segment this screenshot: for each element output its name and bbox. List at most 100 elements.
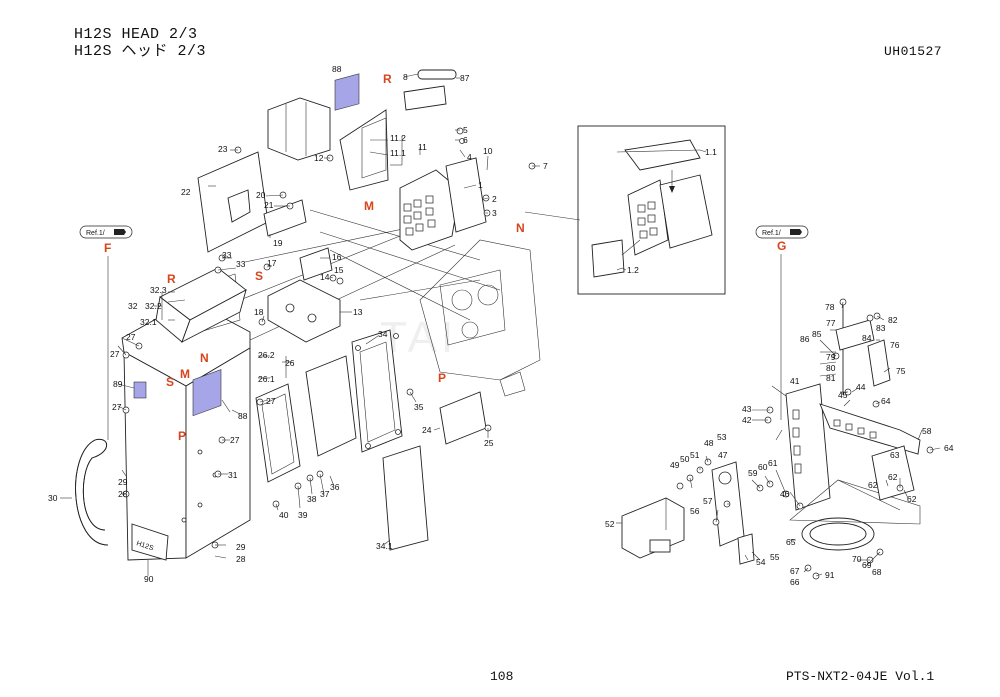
part-label: 35 <box>414 402 424 412</box>
part-label: 60 <box>758 462 768 472</box>
cover-32 <box>155 267 247 343</box>
part-label: 27 <box>126 332 136 342</box>
filter-pad-89 <box>133 381 147 399</box>
part-label: 28 <box>118 489 128 499</box>
part-label: 37 <box>320 489 330 499</box>
part-label: 55 <box>770 552 780 562</box>
part-label: 17 <box>267 258 277 268</box>
part-label: 84 <box>862 333 872 343</box>
part-label: 28 <box>236 554 246 564</box>
part-label: 87 <box>460 73 470 83</box>
part-label: 89 <box>113 379 123 389</box>
part-label: 19 <box>273 238 283 248</box>
part-label: 85 <box>812 329 822 339</box>
part-label: 18 <box>254 307 264 317</box>
part-label: 32.2 <box>145 301 162 311</box>
part-label: 45 <box>838 390 848 400</box>
part-label: 7 <box>543 161 548 171</box>
part-label: 61 <box>768 458 778 468</box>
part-label: 67 <box>790 566 800 576</box>
part-label: 10 <box>483 146 493 156</box>
part-label: 62 <box>888 472 898 482</box>
part-label: 15 <box>334 265 344 275</box>
block-13 <box>267 247 341 343</box>
marker-R-left: R <box>167 272 176 286</box>
part-label: 1 <box>478 180 483 190</box>
part-label: 69 <box>862 560 872 570</box>
marker-M-left: M <box>180 367 190 381</box>
ref-badge-right: Ref.1/ <box>755 225 809 239</box>
marker-G: G <box>777 239 786 253</box>
page-number: 108 <box>490 669 514 684</box>
part-label: 12 <box>314 153 324 163</box>
marker-M-top: M <box>364 199 374 213</box>
part-label: 29 <box>118 477 128 487</box>
part-label: 22 <box>181 187 191 197</box>
part-label: 11 <box>418 142 427 152</box>
part-label: 32.3 <box>150 285 167 295</box>
part-label: 33 <box>222 250 232 260</box>
filter-pad-88b <box>334 73 360 111</box>
plate-24 <box>439 391 487 445</box>
part-label: 4 <box>467 152 472 162</box>
roller-87 <box>403 69 457 111</box>
part-label: 70 <box>852 554 862 564</box>
part-label: 62 <box>868 480 878 490</box>
part-label: 75 <box>896 366 906 376</box>
part-label: 83 <box>876 323 886 333</box>
ring-65 <box>789 479 921 551</box>
leader-lines <box>60 73 941 577</box>
part-label: 49 <box>670 460 680 470</box>
part-label: 34.1 <box>376 541 393 551</box>
part-label: 76 <box>890 340 900 350</box>
part-label: 26 <box>285 358 295 368</box>
marker-S-left: S <box>166 375 174 389</box>
part-label: 26.2 <box>258 350 275 360</box>
svg-text:Ref.1/: Ref.1/ <box>762 230 781 237</box>
part-label: 8 <box>403 72 408 82</box>
part-label: 58 <box>922 426 932 436</box>
part-label: 88 <box>238 411 248 421</box>
detail-inset <box>577 125 726 295</box>
marker-F: F <box>104 241 111 255</box>
part-label: 80 <box>826 363 836 373</box>
title-english: H12S HEAD 2/3 <box>74 26 198 43</box>
part-label: 42 <box>742 415 752 425</box>
part-label: 82 <box>888 315 898 325</box>
sheet-34-1 <box>382 445 429 551</box>
part-label: 21 <box>264 200 274 210</box>
part-label: 53 <box>717 432 727 442</box>
part-label: 20 <box>256 190 266 200</box>
hose-30 <box>75 438 109 546</box>
part-label: 27 <box>112 402 122 412</box>
part-label: 29 <box>236 542 246 552</box>
part-label: 38 <box>307 494 317 504</box>
board-26 <box>255 383 301 483</box>
part-label: 63 <box>890 450 900 460</box>
svg-text:Ref.1/: Ref.1/ <box>86 230 105 237</box>
frame-34 <box>351 329 403 453</box>
part-label: 30 <box>48 493 58 503</box>
ref-badge-left: Ref.1/ <box>79 225 133 239</box>
part-label: 1.1 <box>705 147 717 157</box>
part-label: 47 <box>718 450 728 460</box>
part-label: 13 <box>353 307 363 317</box>
document-id: UH01527 <box>884 44 943 59</box>
part-label: 32.1 <box>140 317 157 327</box>
bracket-11 <box>334 73 389 191</box>
title-japanese: H12S ヘッド 2/3 <box>74 43 207 60</box>
part-label: 11.1 <box>390 148 406 158</box>
mount-plate-41 <box>785 383 831 511</box>
glass-panel <box>305 355 357 457</box>
part-label: 64 <box>944 443 954 453</box>
part-label: 68 <box>872 567 882 577</box>
part-label: 44 <box>856 382 866 392</box>
arm-58 <box>819 403 921 455</box>
part-label: 48 <box>704 438 714 448</box>
part-number-labels: 1 1.1 1.2 2 3 4 5 6 7 8 10 11 11.1 11.2 … <box>48 64 954 587</box>
part-label: 2 <box>492 194 497 204</box>
part-label: 1.2 <box>627 265 639 275</box>
part-label: 91 <box>825 570 835 580</box>
marker-P-left: P <box>178 429 186 443</box>
filter-cartridges <box>267 97 331 161</box>
